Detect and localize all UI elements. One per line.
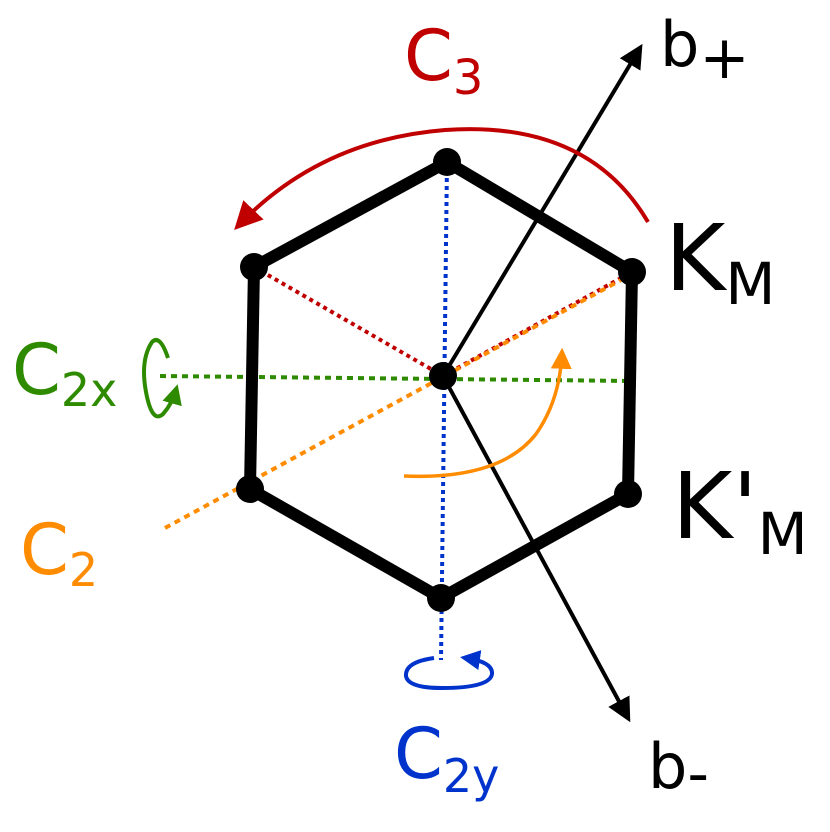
c2y-blue-dotted-line xyxy=(439,161,449,661)
c2y-rotation-icon xyxy=(404,650,494,691)
b-plus-arrow xyxy=(441,43,643,378)
k-m-label: KM xyxy=(665,205,775,318)
vertex-bottom xyxy=(427,584,455,612)
c2x-label: C2x xyxy=(12,329,117,417)
b-plus-label: b+ xyxy=(660,8,750,93)
c3-label: C3 xyxy=(404,15,483,106)
k-prime-m-label: K'M xyxy=(672,453,808,568)
c3-red-dotted-line-left xyxy=(253,265,444,378)
c2-orange-dotted-line xyxy=(164,272,633,530)
b-minus-arrow xyxy=(441,375,631,723)
vertex-bottom-left xyxy=(236,475,264,503)
c2-rotation-arrow xyxy=(403,347,572,479)
c2y-label: C2y xyxy=(394,713,499,803)
vertex-k-prime-m xyxy=(614,480,642,508)
vertex-top-left xyxy=(240,253,268,281)
c3-rotation-arrow xyxy=(234,127,650,231)
c2x-green-dotted-line xyxy=(159,374,633,383)
b-minus-label: b- xyxy=(648,730,709,809)
c2-label: C2 xyxy=(20,509,98,597)
c2x-rotation-icon xyxy=(142,338,182,419)
gamma-center-point xyxy=(429,362,457,390)
vertex-top xyxy=(433,148,461,176)
vertex-km xyxy=(618,258,646,286)
